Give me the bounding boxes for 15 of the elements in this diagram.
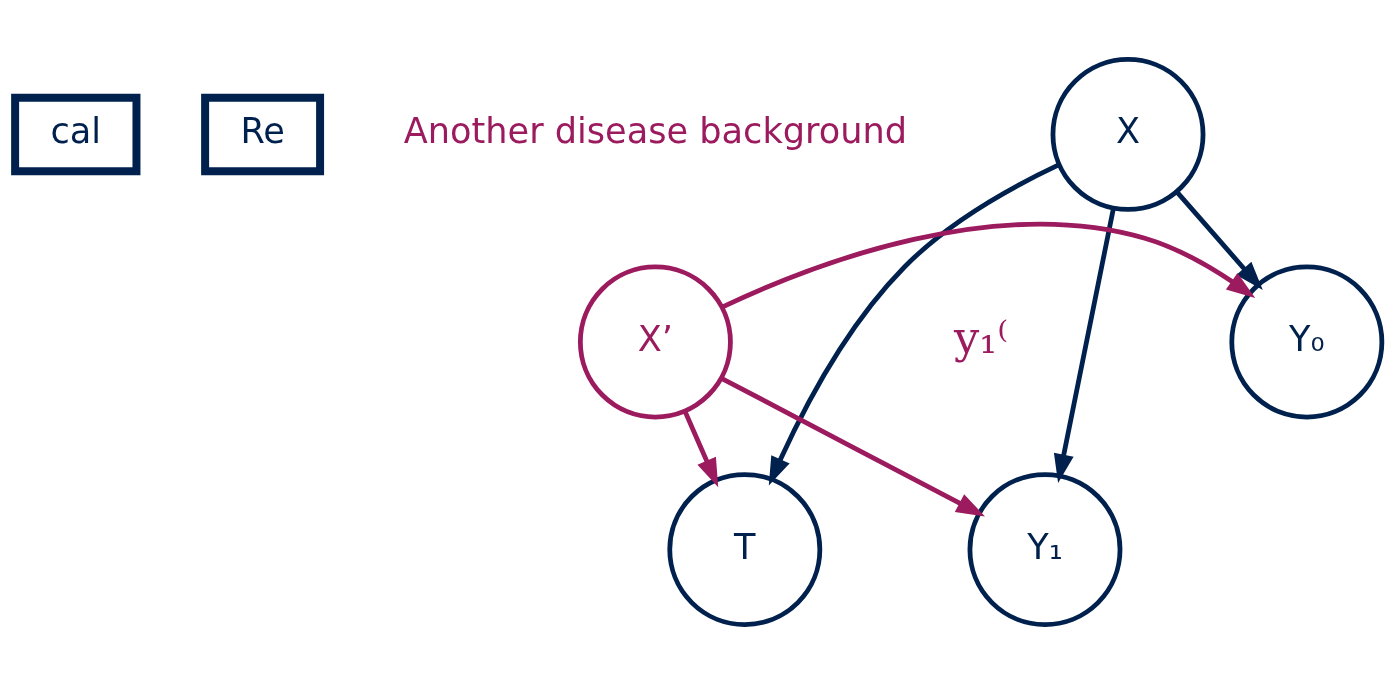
node-box: Re: [201, 93, 325, 175]
node-circle: X’: [577, 264, 733, 419]
arrow: [720, 375, 985, 516]
node-circle: Y₀: [1229, 264, 1385, 419]
arrow: [1053, 207, 1116, 483]
arrow: [721, 221, 1256, 309]
node-box: cal: [11, 93, 141, 175]
node-circle: T: [667, 471, 823, 627]
arrow: [682, 409, 719, 487]
node-circle: X: [1050, 56, 1206, 212]
arrow: [1175, 189, 1263, 290]
node-label: Another disease background: [403, 109, 907, 151]
label: y₁⁽: [954, 311, 1009, 364]
node-circle: Y₁: [967, 471, 1123, 627]
arrow: [768, 162, 1061, 486]
